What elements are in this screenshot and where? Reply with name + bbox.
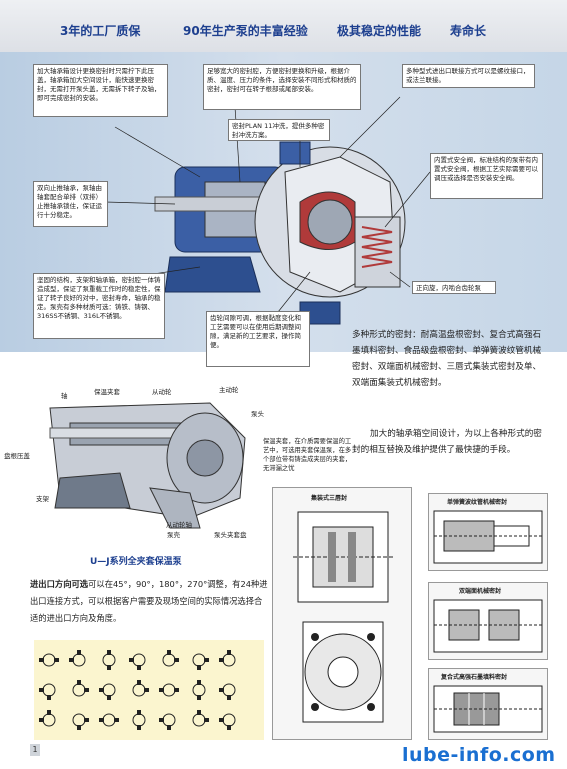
header-bar: 3年的工厂质保 90年生产泵的丰富经验 极其稳定的性能 寿命长 <box>0 0 567 52</box>
header-title-3: 极其稳定的性能 <box>337 24 422 38</box>
header-title-2: 90年生产泵的丰富经验 <box>183 24 308 38</box>
port-orientation-icons <box>39 650 236 730</box>
seal-types-paragraph: 多种形式的密封：耐高温盘根密封、复合式高强石墨填料密封、食品级盘根密封、单弹簧波… <box>352 330 542 388</box>
single-spring-seal-panel: 单弹簧波纹管机械密封 <box>428 493 548 571</box>
triple-lip-seal-drawing <box>293 511 393 723</box>
header-title-1: 3年的工厂质保 <box>60 24 141 38</box>
ports-paragraph: 进出口方向可选可以在45°，90°，180°，270°调整，有24种进出口连接方… <box>30 576 270 627</box>
graphite-packing-panel: 复合式高强石墨填料密封 <box>428 668 548 740</box>
callout-seal-cavity: 足够宽大的密封腔，方便密封更换和升级，根据介质、温度、压力的条件，选择安装不同形… <box>203 64 361 110</box>
ports-bold: 进出口方向可选 <box>30 579 89 589</box>
callout-structure: 坚固的结构，支架和轴承箱，密封腔一体铸造成型，保证了泵重载工作时的稳定性，保证了… <box>33 273 165 339</box>
label-idler: 从动轮 <box>152 388 172 396</box>
label-rotor: 主动轮 <box>219 386 239 394</box>
jacket-note: 保温夹套，在介质需要保温的工艺中，可选用夹套保温泵，在多个部位带有铸造成夹层的夹… <box>263 438 352 472</box>
single-spring-seal-drawing <box>433 510 543 564</box>
callout-rotation: 正向旋，内啮合齿轮泵 <box>412 281 496 294</box>
jacketed-pump-illustration <box>49 402 246 529</box>
graphite-packing-title: 复合式高强石墨填料密封 <box>441 674 508 681</box>
label-bracket: 支架 <box>36 495 49 503</box>
label-jacket: 保温夹套 <box>94 388 120 396</box>
pump-cutaway-illustration <box>99 96 431 325</box>
triple-lip-seal-title: 集装式三唇封 <box>311 495 348 502</box>
label-gland: 盘根压盖 <box>4 452 30 460</box>
site-watermark: lube-info.com <box>402 744 556 766</box>
triple-lip-seal-panel: 集装式三唇封 <box>272 487 412 740</box>
label-head-jacket: 泵头夹套盘 <box>214 531 247 539</box>
graphite-packing-drawing <box>433 685 543 733</box>
callout-thrust-bearing: 双向止推轴承，泵轴由轴套配合单排（双排）止推轴承锁住，保证运行十分稳定。 <box>33 181 108 227</box>
label-shaft: 轴 <box>61 392 68 400</box>
port-orientation-grid <box>34 640 264 740</box>
callout-gear-clearance: 齿轮间隙可调，根据黏度变化和工艺需要可以在使用后期调整间隙，满足新的工艺要求，操… <box>206 311 310 367</box>
callout-ports: 多种型式进出口联接方式可以是螺纹接口，或法兰联接。 <box>402 64 535 88</box>
callout-relief-valve: 内置式安全阀，标准结构的泵带有内置式安全阀，根据工艺实际需要可以调压或选择是否安… <box>430 153 543 199</box>
ports-rest: 可以在45°，90°，180°，270°调整，有24种进出口连接方式，可以根据客… <box>30 579 268 623</box>
bearing-box-paragraph: 加大的轴承箱空间设计，为以上各种形式的密封的相互替换及维护提供了最快捷的手段。 <box>352 429 542 455</box>
label-pump-head: 泵头 <box>251 410 264 418</box>
double-mech-seal-drawing <box>433 599 543 653</box>
jacketed-series-title: U—J系列全夹套保温泵 <box>90 557 182 567</box>
double-mech-seal-title: 双端面机械密封 <box>459 588 502 595</box>
callout-plan11: 密封PLAN 11冲洗，提供多种密封冲洗方案。 <box>228 119 330 141</box>
page-number: 1 <box>30 744 40 756</box>
single-spring-seal-title: 单弹簧波纹管机械密封 <box>447 499 508 506</box>
double-mech-seal-panel: 双端面机械密封 <box>428 582 548 660</box>
label-idler-pin: 从动轮轴 <box>166 521 192 529</box>
callout-bearing-box: 加大轴承箱设计更换密封时只需拧下此压盖，轴承箱加大空间设计，能快速更换密封，无需… <box>33 64 168 117</box>
label-casing: 泵壳 <box>167 531 180 539</box>
header-title-4: 寿命长 <box>450 24 487 38</box>
